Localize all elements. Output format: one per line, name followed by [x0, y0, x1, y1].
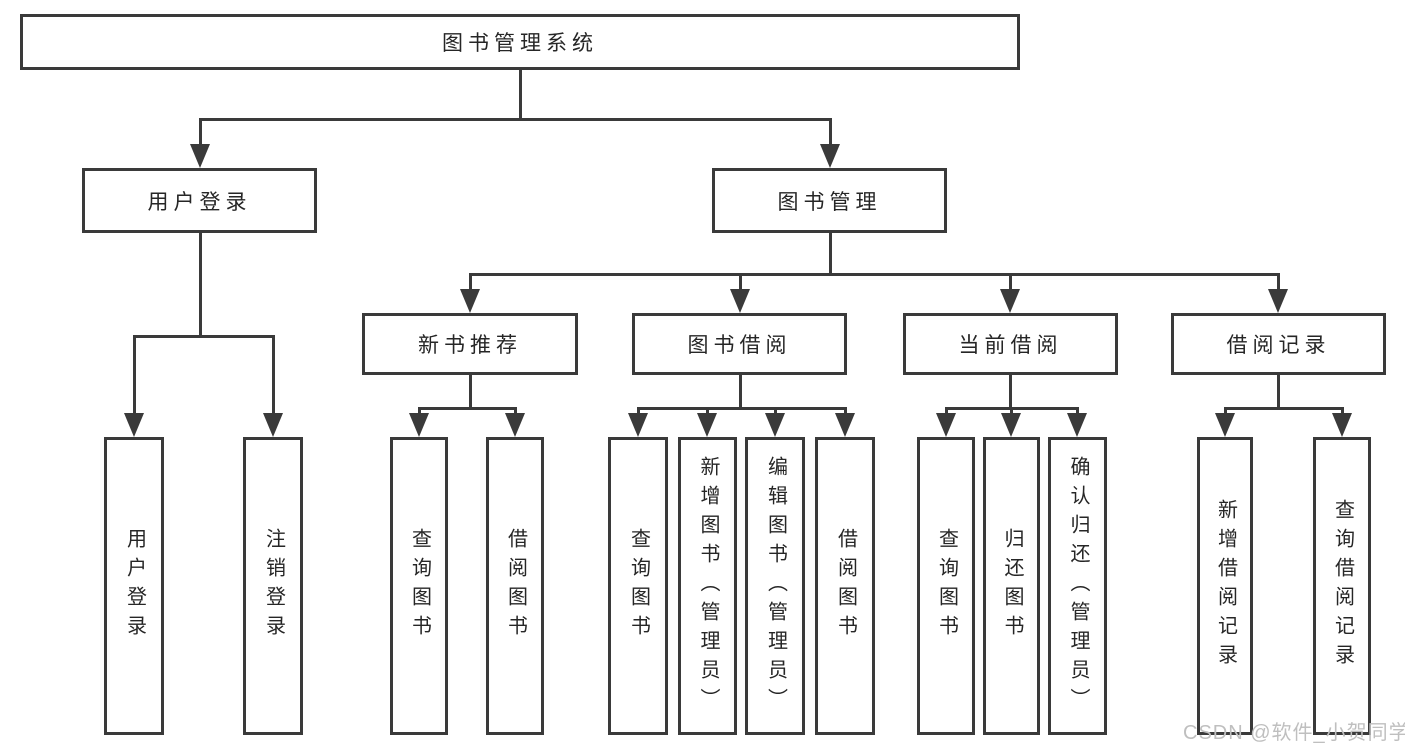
leaf-borrow-borrow-book: 借阅图书 — [815, 437, 875, 735]
node-label: 用户登录 — [123, 528, 146, 644]
connector-line — [829, 233, 832, 273]
arrow-down-icon — [505, 413, 525, 437]
node-new-book-recommend: 新书推荐 — [362, 313, 578, 375]
arrow-down-icon — [1001, 413, 1021, 437]
leaf-current-return-book: 归还图书 — [983, 437, 1040, 735]
connector-line — [519, 70, 522, 118]
node-user-login: 用户登录 — [82, 168, 317, 233]
watermark: CSDN @软件_小贺同学 — [1183, 722, 1405, 744]
connector-line — [739, 375, 742, 407]
node-label: 借阅图书 — [834, 528, 857, 644]
connector-line — [133, 335, 136, 431]
node-label: 注销登录 — [262, 528, 285, 644]
node-label: 归还图书 — [1001, 528, 1023, 644]
connector-line — [1009, 375, 1012, 407]
connector-line — [418, 407, 516, 410]
connector-line — [133, 335, 274, 338]
arrow-down-icon — [1000, 289, 1020, 313]
connector-line — [272, 335, 275, 431]
connector-line — [469, 375, 472, 407]
arrow-down-icon — [1268, 289, 1288, 313]
leaf-current-confirm-return-admin: 确认归还（管理员） — [1048, 437, 1107, 735]
node-label: 查询借阅记录 — [1331, 499, 1354, 673]
arrow-down-icon — [835, 413, 855, 437]
leaf-current-query-book: 查询图书 — [917, 437, 975, 735]
leaf-user-login: 用户登录 — [104, 437, 164, 735]
node-library-management-system: 图书管理系统 — [20, 14, 1020, 70]
arrow-down-icon — [1332, 413, 1352, 437]
connector-line — [637, 407, 847, 410]
connector-line — [199, 118, 832, 121]
arrow-down-icon — [1067, 413, 1087, 437]
node-label: 图书管理 — [777, 190, 882, 214]
arrow-down-icon — [190, 144, 210, 168]
node-borrow-records: 借阅记录 — [1171, 313, 1386, 375]
node-current-borrow: 当前借阅 — [903, 313, 1118, 375]
node-label: 图书借阅 — [687, 334, 792, 357]
node-book-borrow: 图书借阅 — [632, 313, 847, 375]
connector-line — [199, 118, 202, 162]
node-book-management: 图书管理 — [712, 168, 947, 233]
arrow-down-icon — [409, 413, 429, 437]
node-label: 借阅图书 — [504, 528, 527, 644]
arrow-down-icon — [124, 413, 144, 437]
arrow-down-icon — [460, 289, 480, 313]
connector-line — [1277, 375, 1280, 407]
leaf-records-query-record: 查询借阅记录 — [1313, 437, 1371, 735]
arrow-down-icon — [936, 413, 956, 437]
connector-line — [199, 232, 202, 335]
node-label: 当前借阅 — [958, 334, 1063, 357]
leaf-records-add-record: 新增借阅记录 — [1197, 437, 1253, 735]
arrow-down-icon — [263, 413, 283, 437]
node-label: 用户登录 — [147, 190, 252, 214]
arrow-down-icon — [628, 413, 648, 437]
connector-line — [829, 118, 832, 162]
node-label: 查询图书 — [408, 528, 431, 644]
node-label: 编辑图书（管理员） — [764, 455, 787, 717]
leaf-borrow-add-book-admin: 新增图书（管理员） — [678, 437, 737, 735]
arrow-down-icon — [820, 144, 840, 168]
node-label: 查询图书 — [935, 528, 958, 644]
arrow-down-icon — [765, 413, 785, 437]
node-label: 图书管理系统 — [442, 32, 598, 55]
node-label: 新增借阅记录 — [1214, 499, 1237, 673]
arrow-down-icon — [1215, 413, 1235, 437]
node-label: 借阅记录 — [1226, 334, 1331, 357]
connector-line — [1224, 407, 1344, 410]
leaf-logout: 注销登录 — [243, 437, 303, 735]
node-label: 确认归还（管理员） — [1067, 455, 1089, 717]
node-label: 查询图书 — [627, 528, 650, 644]
node-label: 新增图书（管理员） — [697, 455, 719, 717]
leaf-borrow-query-book: 查询图书 — [608, 437, 668, 735]
leaf-borrow-edit-book-admin: 编辑图书（管理员） — [745, 437, 805, 735]
arrow-down-icon — [730, 289, 750, 313]
leaf-recommend-query-book: 查询图书 — [390, 437, 448, 735]
node-label: 新书推荐 — [418, 334, 522, 357]
arrow-down-icon — [697, 413, 717, 437]
connector-line — [469, 273, 1280, 276]
leaf-recommend-borrow-book: 借阅图书 — [486, 437, 544, 735]
